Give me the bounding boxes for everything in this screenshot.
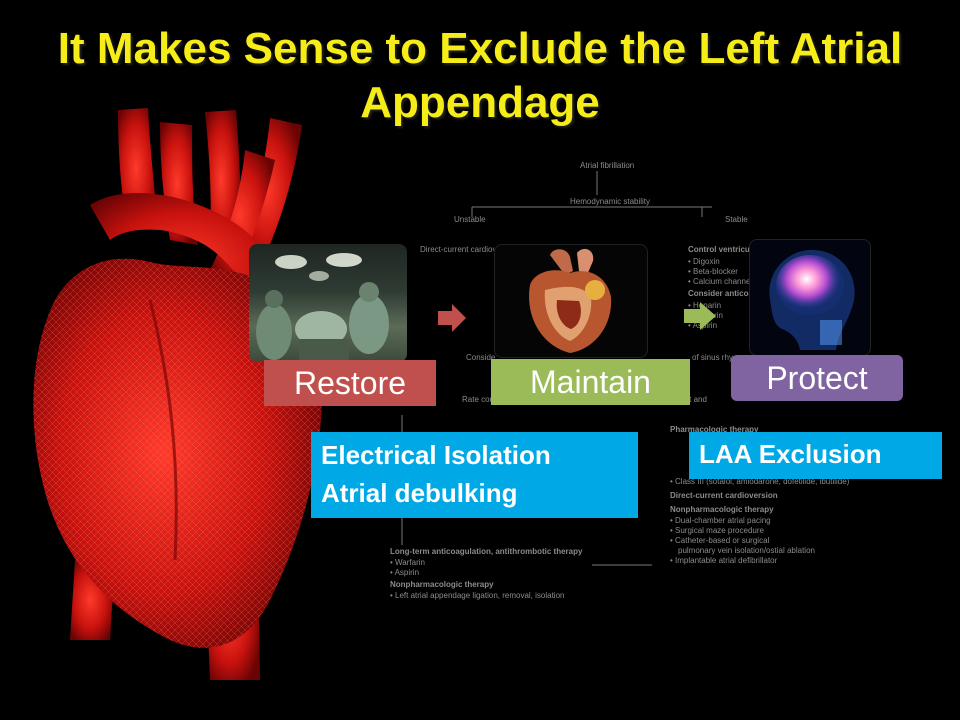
laa-exclusion-box: LAA Exclusion — [689, 432, 942, 479]
flow-lt-nonpharm: Nonpharmacologic therapy — [390, 580, 494, 589]
flow-pharm-header: Pharmacologic therapy — [670, 425, 759, 434]
laa-exclusion-text: LAA Exclusion — [699, 439, 882, 469]
flow-calcium: • Calcium channe — [688, 277, 751, 286]
flow-consider-anticoag: Consider anticoa — [688, 289, 753, 298]
flow-atrial-fibrillation: Atrial fibrillation — [580, 161, 635, 170]
flow-lt-laa: • Left atrial appendage ligation, remova… — [390, 591, 565, 600]
flow-class-iii: • Class III (sotalol, amiodarone, dofeti… — [670, 477, 850, 486]
flow-rate-con: Rate con — [462, 395, 495, 404]
flow-np1: • Dual-chamber atrial pacing — [670, 516, 771, 525]
flow-digoxin: • Digoxin — [688, 257, 720, 266]
surgery-photo — [249, 244, 407, 362]
electrical-isolation-box: Electrical Isolation Atrial debulking — [311, 432, 638, 518]
flow-lt-warfarin: • Warfarin — [390, 558, 425, 567]
flow-control-ventricular: Control ventricul — [688, 245, 753, 254]
atrial-debulking-text: Atrial debulking — [321, 478, 518, 508]
electrical-isolation-text: Electrical Isolation — [321, 440, 551, 470]
flow-np3: • Catheter-based or surgical — [670, 536, 770, 545]
slide-title: It Makes Sense to Exclude the Left Atria… — [57, 24, 903, 127]
flow-np4: • Implantable atrial defibrillator — [670, 556, 778, 565]
heart-vessels — [70, 108, 302, 680]
protect-step-label: Protect — [731, 355, 903, 401]
flow-beta-blocker: • Beta-blocker — [688, 267, 738, 276]
flow-unstable: Unstable — [454, 215, 486, 224]
flow-longterm: Long-term anticoagulation, antithromboti… — [390, 547, 583, 556]
arrow-right-icon-2 — [684, 302, 716, 330]
arrow-right-icon — [438, 304, 466, 332]
flow-dc-header: Direct-current cardioversion — [670, 491, 778, 500]
flow-np2: • Surgical maze procedure — [670, 526, 764, 535]
brain-image — [749, 239, 871, 356]
flow-heparin: • Heparin — [688, 301, 722, 310]
restore-step-label: Restore — [264, 360, 436, 406]
flow-nonpharm-header: Nonpharmacologic therapy — [670, 505, 774, 514]
flow-np3b: pulmonary vein isolation/ostial ablation — [678, 546, 815, 555]
flow-sinus: of sinus rhy — [692, 353, 733, 362]
flow-dc-cardioversion: Direct-current cardiove — [420, 245, 501, 254]
maintain-step-label: Maintain — [491, 359, 690, 405]
flow-conside: Conside — [466, 353, 496, 362]
flow-lt-aspirin: • Aspirin — [390, 568, 420, 577]
flow-hemodynamic-stability: Hemodynamic stability — [570, 197, 651, 206]
flowchart-background: Atrial fibrillation Hemodynamic stabilit… — [382, 155, 849, 610]
flow-stable: Stable — [725, 215, 748, 224]
anatomical-heart-image — [494, 244, 648, 358]
